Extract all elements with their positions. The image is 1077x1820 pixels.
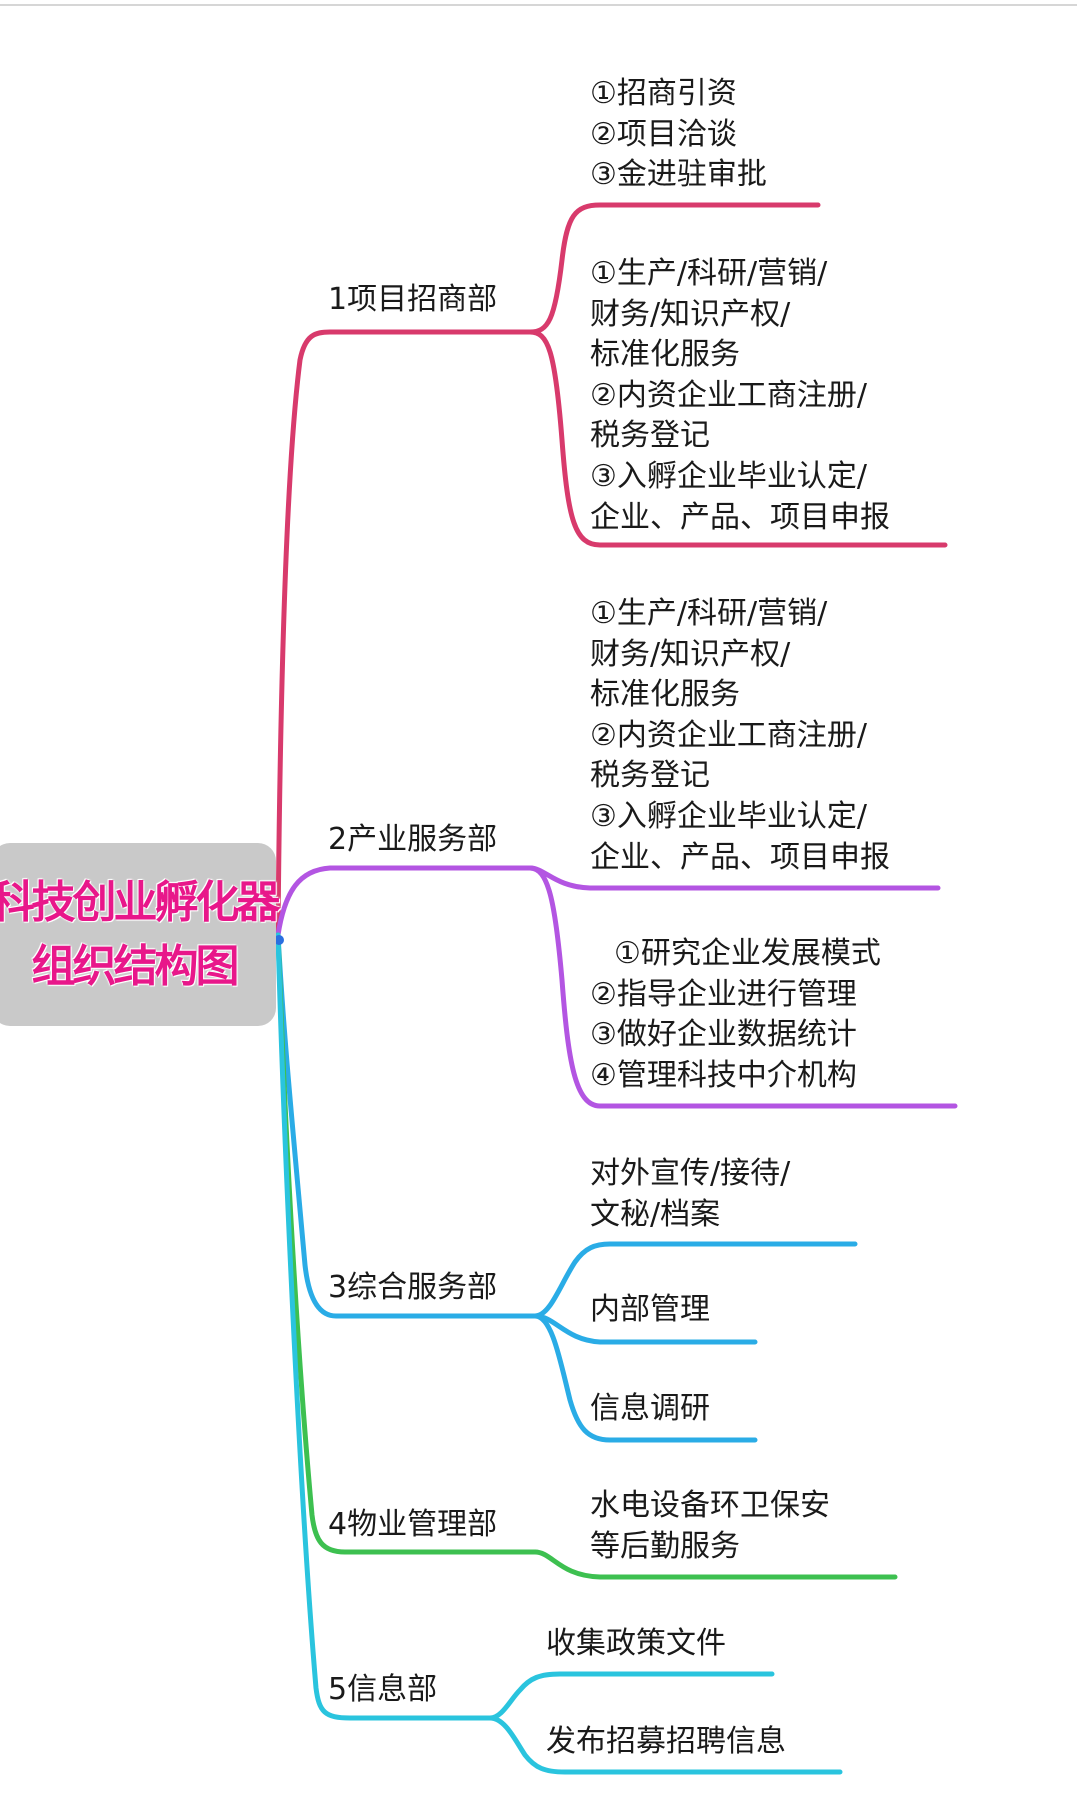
leaf-line: ②内资企业工商注册/ [590, 377, 868, 413]
connector-general-leaf-1 [532, 1241, 858, 1319]
leaf-info-policy: 收集政策文件 [546, 1624, 726, 1665]
trunk-line-project [275, 329, 533, 938]
leaf-line: 收集政策文件 [546, 1626, 726, 1661]
leaf-general-research: 信息调研 [590, 1389, 710, 1430]
connector-property-leaf-1 [532, 1549, 898, 1580]
leaf-property-logistics: 水电设备环卫保安 等后勤服务 [590, 1486, 830, 1567]
leaf-line: 税务登记 [590, 418, 710, 454]
root-title-line-2: 组织结构图 [31, 940, 240, 992]
leaf-line: 内部管理 [590, 1292, 710, 1327]
leaf-line: 财务/知识产权/ [590, 636, 791, 672]
leaf-line: 税务登记 [590, 758, 710, 794]
leaf-line: 标准化服务 [590, 337, 740, 373]
leaf-line: 对外宣传/接待/ [590, 1156, 791, 1191]
leaf-line: 财务/知识产权/ [590, 296, 791, 332]
connector-info-leaf-1 [487, 1671, 775, 1721]
leaf-industry-management: ①研究企业发展模式 ②指导企业进行管理 ③做好企业数据统计 ④管理科技中介机构 [590, 934, 881, 1096]
connector-project-leaf-1 [527, 202, 821, 335]
trunk-line-general [275, 932, 538, 1319]
leaf-line: 信息调研 [590, 1391, 710, 1426]
root-node: 科技创业孵化器 组织结构图 [0, 843, 281, 1026]
leaf-industry-services: ①生产/科研/营销/ 财务/知识产权/ 标准化服务 ②内资企业工商注册/ 税务登… [590, 594, 890, 878]
leaf-line: ①生产/科研/营销/ [590, 256, 828, 291]
leaf-line: ③入孵企业毕业认定/ [590, 458, 868, 494]
leaf-line: ②内资企业工商注册/ [590, 717, 868, 753]
dept-label-property: 4物业管理部 [328, 1507, 498, 1542]
dept-label-project: 1项目招商部 [328, 282, 498, 317]
leaf-line: 文秘/档案 [590, 1196, 721, 1232]
leaf-project-services: ①生产/科研/营销/ 财务/知识产权/ 标准化服务 ②内资企业工商注册/ 税务登… [590, 254, 890, 538]
dept-label-general: 3综合服务部 [328, 1270, 498, 1305]
leaf-general-publicity: 对外宣传/接待/ 文秘/档案 [590, 1154, 790, 1235]
dept-label-info: 5信息部 [328, 1672, 438, 1707]
leaf-line: ③入孵企业毕业认定/ [590, 798, 868, 834]
leaf-line: 发布招募招聘信息 [546, 1724, 786, 1759]
leaf-project-investment: ①招商引资 ②项目洽谈 ③金进驻审批 [590, 74, 767, 196]
leaf-line: 企业、产品、项目申报 [590, 839, 890, 875]
leaf-line: 企业、产品、项目申报 [590, 499, 890, 535]
connector-industry-leaf-2 [527, 865, 958, 1109]
root-title-line-1: 科技创业孵化器 [0, 876, 281, 928]
dept-label-industry: 2产业服务部 [328, 822, 498, 857]
leaf-line: ①研究企业发展模式 [614, 936, 881, 971]
trunk-line-property [275, 932, 538, 1555]
leaf-line: ①招商引资 [590, 76, 737, 111]
leaf-line: ④管理科技中介机构 [590, 1057, 857, 1093]
trunk-line-info [275, 932, 493, 1721]
top-divider [0, 4, 1077, 6]
leaf-line: ③做好企业数据统计 [590, 1017, 857, 1053]
leaf-general-internal: 内部管理 [590, 1290, 710, 1331]
leaf-line: 等后勤服务 [590, 1528, 740, 1564]
leaf-line: 标准化服务 [590, 677, 740, 713]
leaf-info-recruitment: 发布招募招聘信息 [546, 1722, 786, 1763]
leaf-line: ②指导企业进行管理 [590, 976, 857, 1012]
connector-project-leaf-2 [527, 329, 948, 548]
root-connector-dot [274, 935, 284, 945]
connector-general-leaf-3 [532, 1313, 758, 1443]
connector-info-leaf-2 [487, 1715, 843, 1775]
trunk-line-industry [275, 865, 533, 938]
leaf-line: ②项目洽谈 [590, 116, 737, 152]
leaf-line: ③金进驻审批 [590, 157, 767, 193]
leaf-line: 水电设备环卫保安 [590, 1488, 830, 1523]
leaf-line: ①生产/科研/营销/ [590, 596, 828, 631]
